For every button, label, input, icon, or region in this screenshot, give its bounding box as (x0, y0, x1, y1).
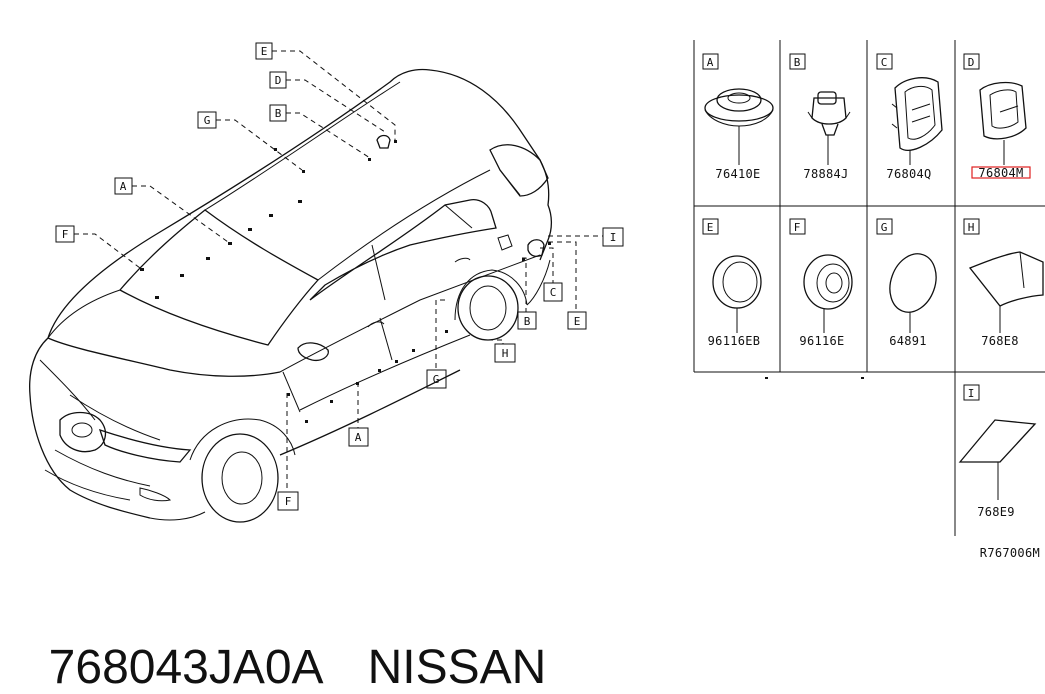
leader-lines (74, 50, 603, 492)
callout-i-right: I (602, 227, 624, 247)
svg-text:F: F (62, 228, 69, 241)
svg-text:G: G (433, 373, 440, 386)
part-cell-i[interactable]: I 768E9 (958, 384, 1037, 519)
svg-text:78884J: 78884J (803, 167, 848, 181)
svg-text:F: F (794, 221, 801, 234)
callout-a-bottom: A (348, 427, 369, 447)
callout-e-top: E (255, 42, 273, 60)
svg-text:G: G (881, 221, 888, 234)
svg-text:H: H (502, 347, 509, 360)
callout-f-bottom: F (277, 491, 299, 511)
callout-b-right: B (517, 311, 537, 330)
svg-text:D: D (275, 74, 282, 87)
part-cell-a[interactable]: A 76410E (702, 53, 774, 181)
brand-name: NISSAN (367, 641, 547, 694)
part-cell-g[interactable]: G 64891 (876, 218, 944, 348)
svg-text:I: I (968, 387, 975, 400)
svg-text:96116EB: 96116EB (708, 334, 761, 348)
highlight-box (971, 166, 1031, 179)
plug-icon (803, 254, 853, 310)
callout-boxes: E D B G A F I C B E H G A F (55, 42, 624, 511)
callout-g-bottom: G (426, 369, 447, 389)
parts-table: A 76410E B 78884J (693, 40, 1045, 560)
svg-text:E: E (261, 45, 268, 58)
clip-markers (140, 140, 551, 423)
protector-tape-icon (968, 251, 1044, 307)
svg-text:768E8: 768E8 (981, 334, 1019, 348)
seal-pad-icon (889, 253, 937, 313)
svg-text:I: I (610, 231, 617, 244)
retainer-clip-icon (891, 77, 943, 151)
svg-text:C: C (881, 56, 888, 69)
svg-text:E: E (574, 315, 581, 328)
svg-text:76804Q: 76804Q (886, 167, 931, 181)
svg-text:H: H (968, 221, 975, 234)
clip-icon (807, 91, 851, 136)
callout-g-top: G (197, 111, 217, 129)
part-cell-c[interactable]: C 76804Q (876, 53, 943, 181)
svg-text:B: B (275, 107, 282, 120)
retainer-clip-icon (979, 81, 1027, 140)
part-cell-f[interactable]: F 96116E (789, 218, 853, 348)
caption: 768043JA0A NISSAN (22, 596, 547, 694)
svg-text:76410E: 76410E (715, 167, 760, 181)
svg-text:F: F (285, 495, 292, 508)
part-number: 768043JA0A (48, 641, 324, 694)
part-cell-e[interactable]: E 96116EB (702, 218, 762, 348)
svg-text:64891: 64891 (889, 334, 927, 348)
diagram-reference: R767006M (980, 546, 1040, 560)
svg-text:A: A (707, 56, 714, 69)
svg-text:C: C (550, 286, 557, 299)
callout-d-top: D (269, 71, 287, 89)
svg-text:E: E (707, 221, 714, 234)
grommet-icon (704, 88, 774, 127)
callout-h-rear: H (494, 343, 516, 363)
svg-text:A: A (355, 431, 362, 444)
callout-f-left: F (55, 225, 75, 243)
svg-text:96116E: 96116E (799, 334, 844, 348)
svg-text:76804M: 76804M (978, 166, 1023, 180)
callout-c-right: C (543, 282, 563, 302)
callout-e-right: E (567, 311, 587, 330)
svg-text:B: B (794, 56, 801, 69)
part-cell-h[interactable]: H 768E8 (963, 218, 1044, 348)
svg-text:G: G (204, 114, 211, 127)
callout-b-top: B (269, 104, 287, 122)
part-cell-d[interactable]: D 76804M (963, 53, 1031, 180)
protector-tape-icon (958, 419, 1037, 463)
callout-a-left: A (114, 177, 133, 195)
svg-text:D: D (968, 56, 975, 69)
part-cell-b[interactable]: B 78884J (789, 53, 851, 181)
vehicle-illustration (29, 68, 553, 523)
plug-icon (712, 255, 762, 309)
svg-text:768E9: 768E9 (977, 505, 1015, 519)
svg-text:A: A (120, 180, 127, 193)
svg-text:B: B (524, 315, 531, 328)
